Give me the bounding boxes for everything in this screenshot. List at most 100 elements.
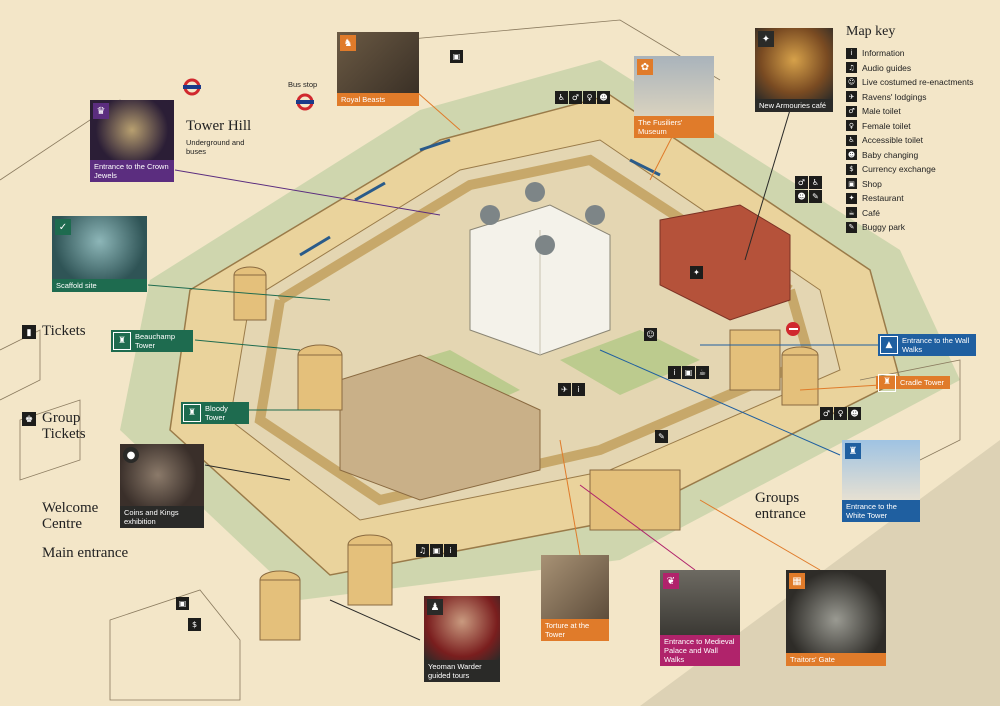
map-key-label: Information (862, 48, 905, 58)
card-yeoman-warder-tours[interactable]: ♟ Yeoman Warder guided tours (424, 596, 500, 682)
map-key-glyph-icon: ☺ (846, 76, 857, 88)
accessible-icon: ♿ (809, 176, 822, 189)
map-key-item: ♿Accessible toilet (846, 133, 996, 147)
map-key-glyph-icon: $ (846, 163, 857, 175)
currency-exchange-icon: $ (188, 618, 201, 631)
shop-icon: ▣ (176, 597, 189, 610)
card-traitors-gate[interactable]: ▦ Traitors' Gate (786, 570, 886, 666)
card-coins-and-kings[interactable]: ● Coins and Kings exhibition (120, 444, 204, 528)
audio-guide-icon: ♫ (416, 544, 429, 557)
chip-bloody-tower[interactable]: ♜ Bloody Tower (181, 402, 249, 424)
male-toilet-icon: ♂ (569, 91, 582, 104)
facility-toilets-south: ♂♀☻ (820, 407, 861, 420)
card-new-armouries-cafe[interactable]: ✦ New Armouries café (755, 28, 833, 112)
card-caption: Torture at the Tower (541, 619, 609, 641)
map-key-glyph-icon: ♿ (846, 134, 857, 146)
raven-icon: ✈ (558, 383, 571, 396)
information-icon: i (668, 366, 681, 379)
buggy-park-icon: ✎ (655, 430, 668, 443)
map-key-item: ✈Ravens' lodgings (846, 90, 996, 104)
facility-buggy: ✎ (655, 430, 668, 443)
card-caption: Coins and Kings exhibition (120, 506, 204, 528)
chip-wall-walks[interactable]: ▲ Entrance to the Wall Walks (878, 334, 976, 356)
card-scaffold-site[interactable]: ✓ Scaffold site (52, 216, 147, 292)
map-key-label: Female toilet (862, 120, 911, 131)
map-key-item: ✦ Restaurant (846, 191, 996, 205)
map-key-glyph-icon: ✦ (846, 192, 857, 204)
card-medieval-palace[interactable]: ❦ Entrance to Medieval Palace and Wall W… (660, 570, 740, 666)
information-icon: i (572, 383, 585, 396)
map-key-item: i Information (846, 46, 996, 60)
female-toilet-icon: ♀ (583, 91, 596, 104)
groups-entrance-label: Groups entrance (755, 490, 806, 522)
baby-change-icon: ☻ (848, 407, 861, 420)
memorial-icon: ✓ (55, 219, 71, 235)
elephant-icon: ♞ (340, 35, 356, 51)
museum-icon: ✿ (637, 59, 653, 75)
map-key-label: Live costumed re-enactments (862, 77, 974, 87)
shop-icon: ▣ (450, 50, 463, 63)
map-key-glyph-icon: ♀ (846, 120, 857, 131)
card-caption: Yeoman Warder guided tours (424, 660, 500, 682)
facility-reenactment: ☺ (644, 328, 657, 341)
map-key-item: ☕Café (846, 206, 996, 220)
chip-beauchamp-tower[interactable]: ♜ Beauchamp Tower (111, 330, 193, 352)
card-caption: Scaffold site (52, 279, 147, 292)
card-caption: Royal Beasts (337, 93, 419, 106)
card-crown-jewels[interactable]: ♛ Entrance to the Crown Jewels (90, 100, 174, 182)
coin-icon: ● (123, 447, 139, 463)
male-toilet-icon: ♂ (795, 176, 808, 189)
re-enactment-icon: ☺ (644, 328, 657, 341)
shop-icon: ▣ (682, 366, 695, 379)
tickets-label: Tickets (42, 323, 86, 339)
information-icon: i (444, 544, 457, 557)
group-tickets-label: Group Tickets (42, 410, 86, 442)
card-torture-at-the-tower[interactable]: Torture at the Tower (541, 555, 609, 641)
card-royal-beasts[interactable]: ♞ Royal Beasts (337, 32, 419, 106)
chip-cradle-tower[interactable]: ♜ Cradle Tower (876, 373, 950, 392)
restaurant-icon: ✦ (690, 266, 703, 279)
tower-icon: ♜ (878, 373, 896, 392)
ticket-icon: ▮ (22, 325, 36, 339)
map-key-label: Shop (862, 178, 882, 189)
map-key-label: Baby changing (862, 149, 919, 160)
baby-change-icon: ☻ (597, 91, 610, 104)
map-key-glyph-icon: ♫ (846, 62, 857, 73)
white-tower (469, 182, 611, 356)
card-caption: Entrance to Medieval Palace and Wall Wal… (660, 635, 740, 666)
map-key-label: Restaurant (862, 193, 904, 203)
map-key-label: Currency exchange (862, 164, 936, 174)
underground-icon (183, 78, 201, 96)
card-caption: New Armouries café (755, 99, 833, 112)
lawn-east (560, 330, 700, 395)
card-fusiliers-museum[interactable]: ✿ The Fusiliers' Museum (634, 56, 714, 138)
towers (233, 266, 819, 641)
accessible-icon: ♿ (555, 91, 568, 104)
bus-stop-label: Bus stop (288, 80, 318, 89)
map-key-glyph-icon: i (846, 47, 857, 59)
facility-currency: $ (188, 618, 201, 631)
palace-icon: ❦ (663, 573, 679, 589)
red-building (659, 204, 791, 321)
tower-icon: ♜ (183, 404, 201, 422)
facility-ravens-info: ✈i (558, 383, 585, 396)
wall-walk-icon: ▲ (880, 336, 898, 354)
gate-icon: ▦ (789, 573, 805, 589)
map-key-item: ☺ Live costumed re-enactments (846, 75, 996, 89)
male-toilet-icon: ♂ (820, 407, 833, 420)
map-key-label: Café (862, 207, 880, 218)
map-key-title: Map key (846, 24, 896, 39)
tower-hill-sub: Underground and buses (186, 138, 245, 156)
card-white-tower[interactable]: ♜ Entrance to the White Tower (842, 440, 920, 522)
map-key-label: Ravens' lodgings (862, 91, 927, 102)
map-key-item: ♀ Female toilet (846, 119, 996, 133)
card-caption: The Fusiliers' Museum (634, 116, 714, 138)
card-caption: Traitors' Gate (786, 653, 886, 666)
female-toilet-icon: ♀ (834, 407, 847, 420)
facility-toilets-east: ♂♿☻✎ (795, 176, 823, 203)
tower-hill-label: Tower Hill (186, 118, 252, 134)
shop-icon: ▣ (430, 544, 443, 557)
castle-icon: ♜ (845, 443, 861, 459)
